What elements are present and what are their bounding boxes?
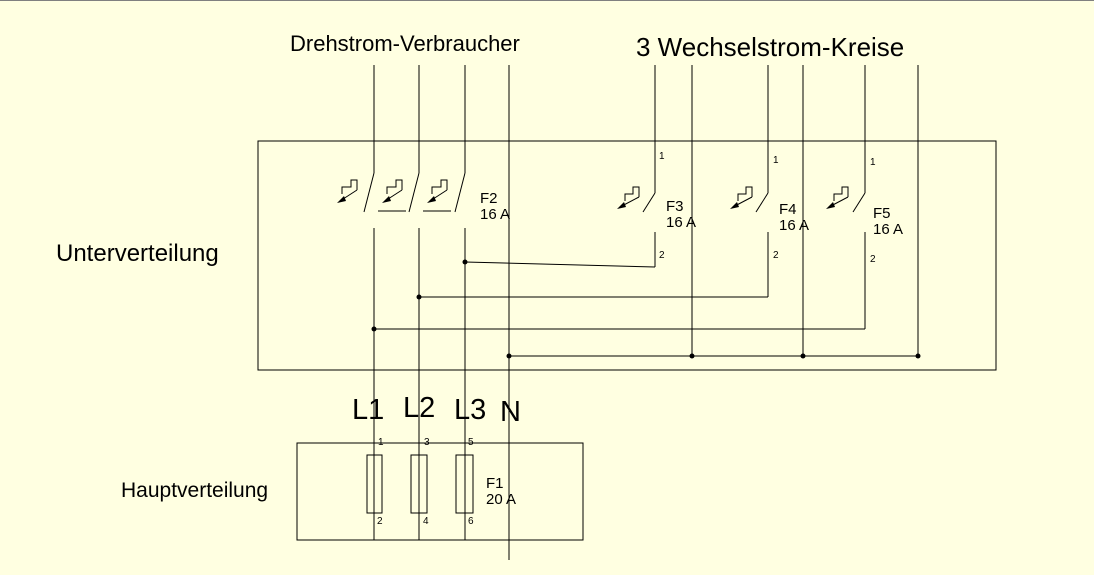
device-f2-label: F2 16 A [480, 191, 510, 223]
terminal-number: 2 [377, 516, 383, 527]
f2-arrow-1 [337, 196, 346, 203]
device-f5-name: F5 [873, 205, 891, 222]
device-f5-rating: 16 A [873, 221, 904, 238]
phase-label-l2: L2 [403, 392, 436, 424]
f3-trip [624, 186, 640, 201]
phase-label-n: N [500, 396, 521, 428]
device-f1-rating: 20 A [486, 491, 517, 508]
device-f3-name: F3 [666, 198, 684, 215]
fuse-f1-l2 [410, 454, 428, 514]
terminal-number: 2 [773, 250, 779, 261]
f2-arrow-2 [382, 196, 391, 203]
fuse-f1-l1 [366, 454, 383, 514]
junction-dot [506, 353, 512, 359]
sub-distribution-label: Unterverteilung [56, 240, 219, 267]
junction-dot [689, 353, 695, 359]
device-f1-label: F1 20 A [486, 476, 516, 508]
main-distribution-box [296, 442, 584, 541]
device-f2-name: F2 [480, 190, 498, 207]
terminal-number: 6 [468, 516, 474, 527]
f2-trip-3 [431, 179, 448, 194]
f2-contact-1 [363, 172, 375, 213]
terminal-number: 5 [468, 437, 474, 448]
device-f1-name: F1 [486, 475, 504, 492]
junction-dot [915, 353, 921, 359]
f2-contact-3 [454, 172, 466, 213]
junction-dot [800, 353, 806, 359]
junction-dot [416, 294, 422, 300]
device-f2-rating: 16 A [480, 206, 511, 223]
f4-trip [737, 186, 753, 201]
single-phase-circuits-label: 3 Wechselstrom-Kreise [636, 32, 905, 62]
f5-contact [852, 192, 866, 213]
junction-dot [371, 326, 377, 332]
f2-arrow-3 [427, 196, 436, 203]
f4-contact [755, 192, 769, 213]
f3-contact [642, 192, 656, 213]
phase-label-l1: L1 [352, 394, 385, 426]
terminal-number: 2 [870, 254, 876, 265]
device-f5-label: F5 16 A [873, 206, 903, 238]
fuse-f1-l3 [455, 454, 474, 514]
terminal-number: 1 [773, 155, 779, 166]
device-f4-rating: 16 A [779, 217, 810, 234]
junction-dot [462, 259, 468, 265]
terminal-number: 1 [870, 157, 876, 168]
f2-trip-2 [386, 179, 403, 194]
f4-arrow [730, 202, 739, 209]
three-phase-loads-label: Drehstrom-Verbraucher [290, 31, 520, 56]
main-distribution-label: Hauptverteilung [121, 479, 269, 502]
device-f3-label: F3 16 A [666, 199, 696, 231]
f5-arrow [826, 202, 835, 209]
f2-trip-1 [341, 179, 358, 194]
sub-distribution-box [257, 140, 997, 371]
device-f3-rating: 16 A [666, 214, 697, 231]
device-f4-label: F4 16 A [779, 202, 809, 234]
terminal-number: 1 [378, 437, 384, 448]
f5-trip [833, 186, 849, 201]
bus-l3-to-f3 [464, 261, 656, 268]
terminal-number: 2 [659, 250, 665, 261]
f2-contact-2 [408, 172, 420, 213]
terminal-number: 3 [424, 437, 430, 448]
device-f4-name: F4 [779, 201, 797, 218]
phase-label-l3: L3 [454, 394, 487, 426]
f3-arrow [617, 202, 626, 209]
terminal-number: 1 [659, 151, 665, 162]
terminal-number: 4 [423, 516, 429, 527]
